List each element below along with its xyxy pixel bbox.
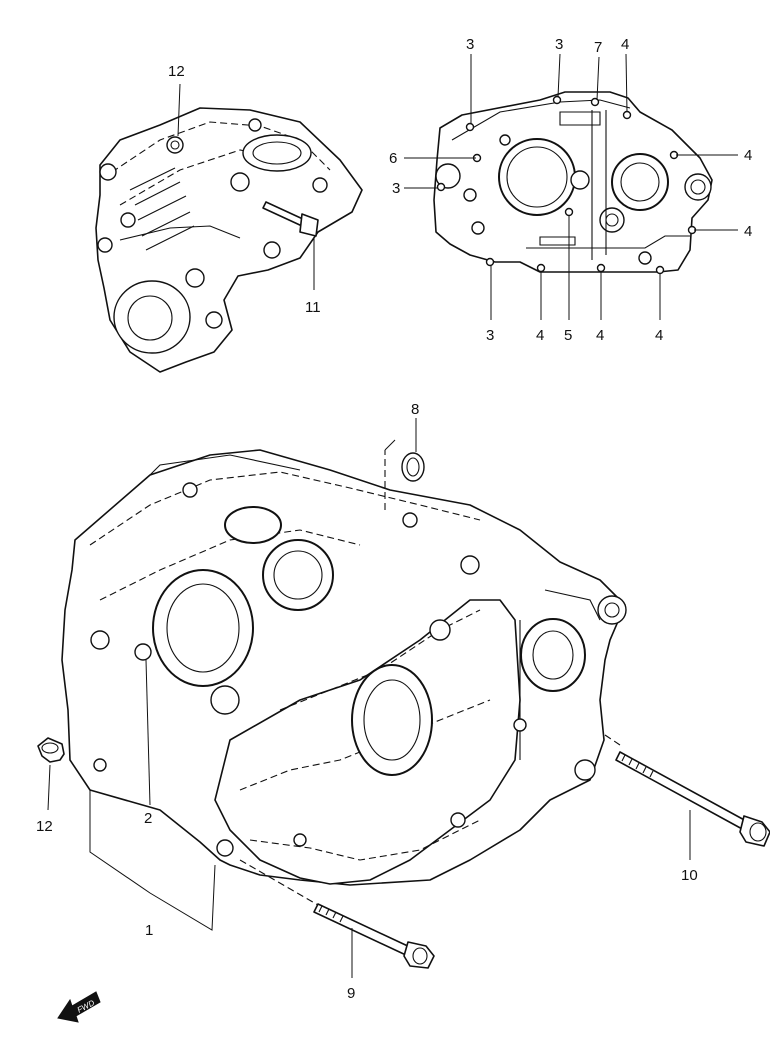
crankcase-inner-view: [404, 53, 738, 320]
callout-labels: 12 11 3 3 7 4 4 6 3 4 3 4 5 4 4 8 2 12 1…: [36, 36, 752, 1002]
bracket-1: [89, 790, 216, 931]
callout-8: 8: [411, 401, 419, 418]
callout-4-c: 4: [744, 223, 752, 240]
callout-4-b: 4: [744, 147, 752, 164]
callout-12-left: 12: [36, 818, 53, 835]
crankcase-assembly: [61, 449, 627, 906]
callout-7: 7: [594, 39, 602, 56]
callout-5: 5: [564, 327, 572, 344]
callout-4-a: 4: [621, 36, 629, 53]
callout-9: 9: [347, 985, 355, 1002]
dowel-pin-part: [37, 737, 65, 811]
fwd-arrow-icon: FWD: [57, 991, 101, 1023]
leader-2: [145, 659, 151, 806]
callout-1: 1: [145, 922, 153, 939]
callout-4-f: 4: [655, 327, 663, 344]
callout-2: 2: [144, 810, 152, 827]
callout-3-a: 3: [466, 36, 474, 53]
crankcase-outer-view: [95, 83, 363, 373]
callout-3-b: 3: [555, 36, 563, 53]
callout-3-d: 3: [486, 327, 494, 344]
o-ring-part: [384, 418, 425, 482]
callout-4-e: 4: [596, 327, 604, 344]
callout-3-c: 3: [392, 180, 400, 197]
callout-12-top: 12: [168, 63, 185, 80]
callout-11: 11: [305, 299, 321, 316]
callout-10: 10: [681, 867, 698, 884]
callout-6: 6: [389, 150, 397, 167]
bolt-long-part: [615, 751, 770, 860]
bolt-part: [313, 903, 435, 978]
callout-4-d: 4: [536, 327, 544, 344]
